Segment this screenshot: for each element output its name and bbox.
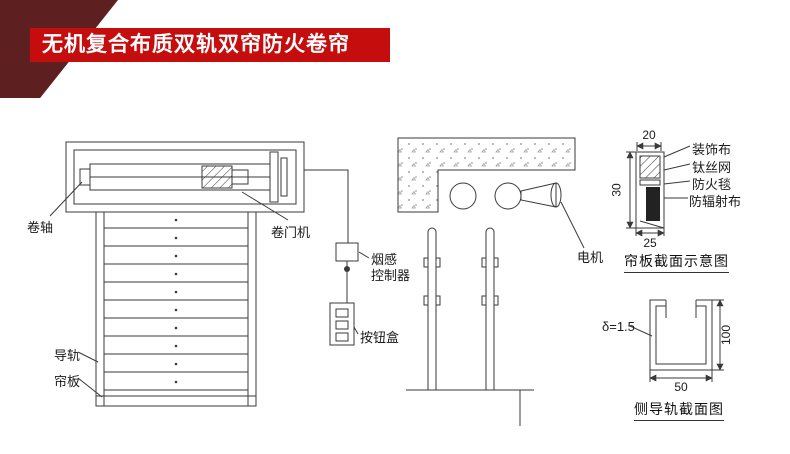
label-layer-radiation-cloth: 防辐射布 <box>689 194 742 209</box>
label-button-box: 按钮盒 <box>360 330 400 345</box>
roller-box-drawing <box>65 141 305 213</box>
double-track-drawing <box>397 137 585 426</box>
controls-drawing <box>304 169 370 346</box>
label-guide-rail: 导轨 <box>54 348 81 363</box>
label-smoke-detector-line1: 烟感 <box>371 252 398 267</box>
page-title: 无机复合布质双轨双帘防火卷帘 <box>30 28 390 62</box>
dim-slat-top-width: 20 <box>642 128 656 142</box>
label-smoke-detector-line2: 控制器 <box>371 268 411 283</box>
dim-rail-width: 50 <box>674 380 688 394</box>
left-leader-lines <box>49 181 289 398</box>
dim-slat-bottom-width: 25 <box>643 236 657 250</box>
curtain-drawing <box>95 212 257 407</box>
rail-section-caption: 侧导轨截面图 <box>634 399 724 421</box>
label-curtain-slat: 帘板 <box>54 374 81 389</box>
label-layer-decorative-cloth: 装饰布 <box>692 142 732 157</box>
label-layer-titanium-mesh: 钛丝网 <box>692 160 732 175</box>
dim-rail-height: 100 <box>719 324 733 346</box>
label-motor: 电机 <box>577 250 604 265</box>
slat-section-caption: 帘板截面示意图 <box>624 251 729 273</box>
dim-slat-height: 30 <box>609 183 624 197</box>
label-door-operator: 卷门机 <box>271 225 311 240</box>
rail-section-drawing <box>629 299 724 382</box>
dim-rail-thickness: δ=1.5 <box>602 319 635 334</box>
label-roller-shaft: 卷轴 <box>27 220 54 235</box>
label-layer-fire-blanket: 防火毯 <box>692 177 732 192</box>
slat-section-drawing <box>626 142 691 237</box>
